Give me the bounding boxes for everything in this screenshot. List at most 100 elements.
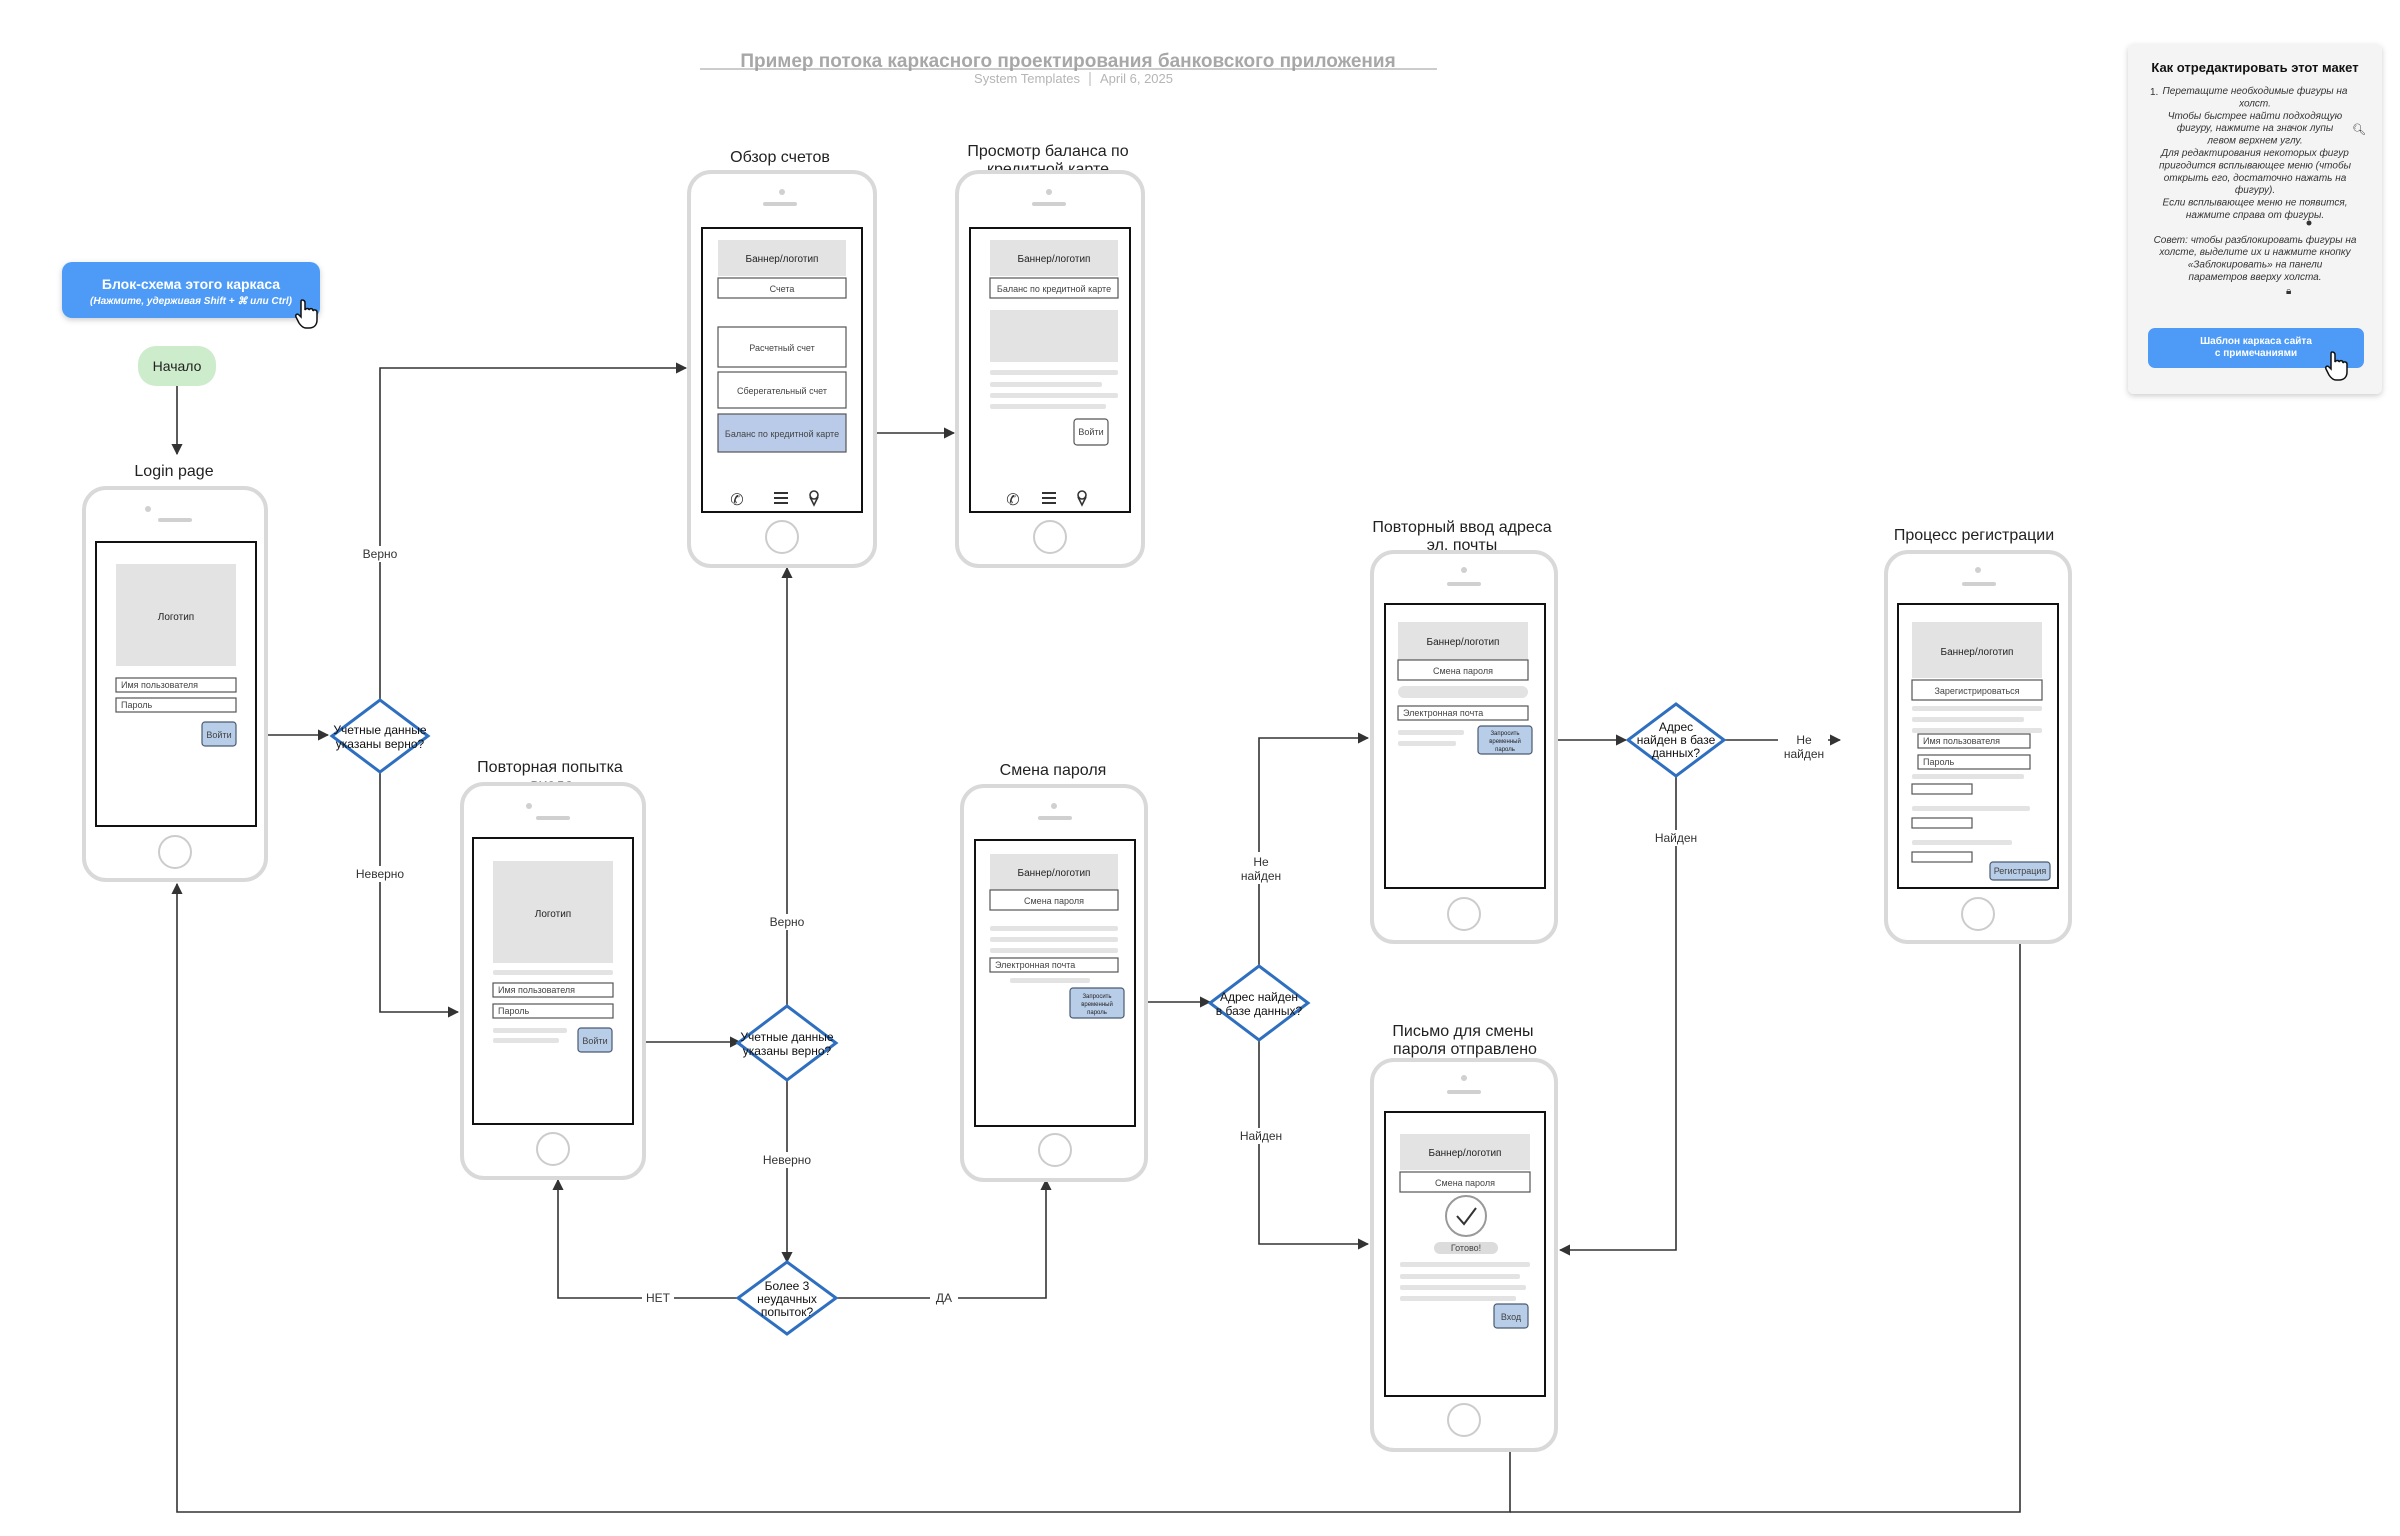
menu-icon[interactable] <box>1042 492 1056 504</box>
wireframe-template-button[interactable] <box>2148 328 2364 368</box>
home-button[interactable] <box>158 835 192 869</box>
request-button-label: пароль <box>1087 1010 1107 1016</box>
banner-placeholder <box>1400 1134 1530 1170</box>
info-step-number: 1. <box>2150 87 2158 98</box>
password-placeholder: Пароль <box>121 700 153 710</box>
home-button[interactable] <box>536 1132 570 1166</box>
phone-caption: Просмотр баланса по <box>967 143 1128 160</box>
login-button-label: Войти <box>206 730 231 740</box>
email-input[interactable] <box>1397 705 1529 721</box>
error-placeholder <box>1398 686 1528 698</box>
accounts-header-label: Счета <box>770 284 795 294</box>
info-panel-line: параметров вверху холста. <box>2188 272 2321 283</box>
extra-input[interactable] <box>1911 817 1973 829</box>
edge-label-wrong-2: Неверно <box>763 1153 812 1167</box>
savings-account-item[interactable] <box>717 371 847 409</box>
password-input[interactable] <box>492 1003 614 1019</box>
decision-credentials-2[interactable]: Учетные данные указаны верно? <box>735 1004 839 1082</box>
camera-icon <box>1461 567 1467 573</box>
edge-d3-retry <box>552 1178 738 1299</box>
home-button[interactable] <box>765 520 799 554</box>
decision-failed-attempts[interactable]: Более 3 неудачных попыток? <box>735 1260 839 1336</box>
edge-label-not-found-2a: Не <box>1796 733 1812 747</box>
diagram-title: Пример потока каркасного проектирования … <box>740 51 1395 72</box>
phone-email-sent[interactable]: Письмо для смены пароля отправлено Банне… <box>1370 1023 1558 1452</box>
speaker-slot <box>1447 1090 1481 1094</box>
username-input[interactable] <box>1917 733 2031 749</box>
phone-reenter-email[interactable]: Повторный ввод адреса эл. почты Баннер/л… <box>1370 519 1558 944</box>
phone-caption: Письмо для смены <box>1392 1023 1533 1040</box>
phone-caption: Процесс регистрации <box>1894 527 2054 544</box>
home-button[interactable] <box>1033 520 1067 554</box>
callout-button[interactable] <box>62 262 320 318</box>
edge-label-not-found-2b: найден <box>1784 747 1824 761</box>
login-button[interactable] <box>201 721 237 747</box>
decision-credentials-1[interactable]: Учетные данные указаны верно? <box>329 698 431 774</box>
reenter-header-label: Смена пароля <box>1433 666 1493 676</box>
home-button[interactable] <box>1038 1133 1072 1167</box>
password-input[interactable] <box>1917 754 2031 770</box>
phone-icon[interactable]: ✆ <box>730 492 743 509</box>
text-placeholder-line <box>1010 978 1090 983</box>
decision-address-found-2[interactable]: Адрес найден в базе данных? <box>1625 702 1727 778</box>
phone-registration[interactable]: Процесс регистрации Баннер/логотип Зарег… <box>1884 527 2072 944</box>
home-button[interactable] <box>1961 897 1995 931</box>
info-panel-line: открыть его, достаточно нажать на <box>2164 173 2347 184</box>
phone-login-page[interactable]: Login page Логотип Имя пользователя Паро… <box>82 463 268 882</box>
speaker-slot <box>158 518 192 522</box>
home-button[interactable] <box>1447 897 1481 931</box>
text-placeholder-line <box>1912 728 2042 733</box>
extra-input[interactable] <box>1911 851 1973 863</box>
info-panel-lines: Перетащите необходимые фигуры нахолст.Чт… <box>2154 85 2357 283</box>
info-panel-line: Для редактирования некоторых фигур <box>2160 147 2349 159</box>
phone-password-reset[interactable]: Смена пароля Баннер/логотип Смена пароля… <box>960 762 1148 1182</box>
phone-accounts-overview[interactable]: Обзор счетов Баннер/логотип Счета Расчет… <box>687 149 877 568</box>
register-button-label: Регистрация <box>1994 866 2047 876</box>
start-node[interactable]: Начало <box>138 346 216 386</box>
phone-retry-login[interactable]: Повторная попытка входа Логотип Имя поль… <box>460 759 646 1180</box>
email-input[interactable] <box>989 957 1119 973</box>
credit-card-item[interactable] <box>717 413 847 453</box>
speaker-slot <box>1962 582 1996 586</box>
info-panel-line: фигуру, нажмите на значок лупы <box>2177 122 2334 134</box>
decision-text: в базе данных? <box>1216 1004 1303 1018</box>
banner-placeholder <box>1398 622 1528 660</box>
location-pin-icon[interactable] <box>809 490 819 507</box>
username-input[interactable] <box>115 677 237 693</box>
login-button[interactable] <box>577 1027 613 1053</box>
phone-icon[interactable]: ✆ <box>1006 492 1019 509</box>
flowchart-callout[interactable]: Блок-схема этого каркаса (Нажмите, удерж… <box>62 262 320 329</box>
text-placeholder-line <box>1912 706 2042 711</box>
start-terminator[interactable] <box>138 346 216 386</box>
edge-label-found-2: Найден <box>1655 831 1697 845</box>
username-placeholder: Имя пользователя <box>1923 736 2000 746</box>
checking-account-item[interactable] <box>717 326 847 368</box>
credit-action-button[interactable] <box>1073 418 1109 446</box>
register-button[interactable] <box>1989 861 2051 881</box>
location-pin-icon[interactable] <box>1077 490 1087 507</box>
speaker-slot <box>1038 816 1072 820</box>
info-panel-line: «Заблокировать» на панели <box>2188 259 2323 271</box>
info-panel-line: холсте, выделите их и нажмите кнопку <box>2158 247 2351 258</box>
request-temp-password-button[interactable] <box>1477 725 1533 755</box>
decision-text: указаны верно? <box>336 737 425 751</box>
edge-d1-overview <box>379 362 688 700</box>
username-input[interactable] <box>492 982 614 998</box>
decision-address-found-1[interactable]: Адрес найден в базе данных? <box>1207 964 1311 1042</box>
phone-credit-balance[interactable]: Просмотр баланса по кредитной карте Банн… <box>955 143 1145 568</box>
info-panel-line: холст. <box>2238 98 2271 109</box>
text-placeholder-line <box>493 1038 559 1043</box>
banner-placeholder <box>1912 622 2042 678</box>
home-button[interactable] <box>1447 1403 1481 1437</box>
login-button[interactable] <box>1493 1303 1529 1329</box>
menu-icon[interactable] <box>774 492 788 504</box>
info-panel-title: Как отредактировать этот макет <box>2151 60 2358 75</box>
speaker-slot <box>1447 582 1481 586</box>
password-input[interactable] <box>115 697 237 713</box>
request-temp-password-button[interactable] <box>1069 987 1125 1019</box>
credit-action-button-label: Войти <box>1078 427 1103 437</box>
email-placeholder: Электронная почта <box>995 960 1075 970</box>
extra-input[interactable] <box>1911 783 1973 795</box>
callout-hint: (Нажмите, удерживая Shift + ⌘ или Ctrl) <box>90 296 293 307</box>
credit-header-label: Баланс по кредитной карте <box>997 284 1111 294</box>
